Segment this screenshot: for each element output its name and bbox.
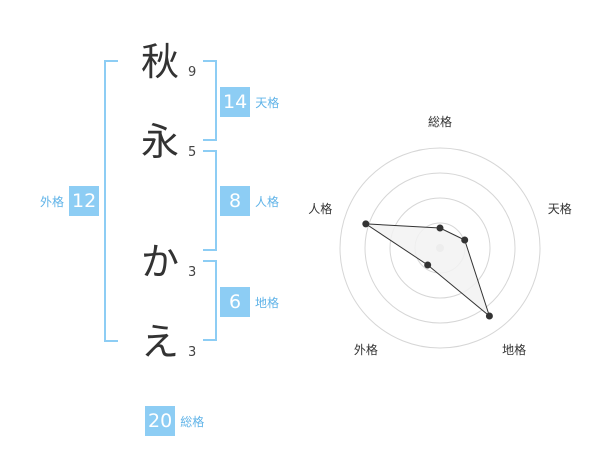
name-char-2: 永 [140,120,179,164]
stroke-count-3: 3 [188,265,197,280]
radar-grid-ring [389,197,491,299]
radar-point-4 [424,261,432,269]
name-char-1: 秋 [140,40,179,84]
tenkaku-bracket [203,60,217,141]
tenkaku-label: 天格 [255,95,280,110]
name-char-4: え [140,320,179,364]
radar-axis-label-1: 総格 [428,114,452,129]
radar-axis-label-4: 外格 [354,342,378,357]
radar-grid-ring [364,172,516,324]
radar-axis-label-5: 人格 [308,201,332,216]
jinkaku-value: 8 [220,186,250,216]
gaikaku-score: 外格 12 [40,186,100,216]
chikaku-score: 6 地格 [220,287,279,317]
radar-axis-label-3: 地格 [502,342,526,357]
radar-point-1 [436,224,444,232]
gaikaku-value: 12 [69,186,100,216]
soukaku-value: 20 [145,406,176,436]
stroke-count-4: 3 [188,345,197,360]
soukaku-score: 20 総格 [145,406,204,436]
name-char-3: か [140,240,179,284]
chikaku-value: 6 [220,287,250,317]
jinkaku-label: 人格 [255,194,280,209]
chikaku-bracket [203,260,217,341]
jinkaku-bracket [203,150,217,251]
tenkaku-value: 14 [220,87,251,117]
radar-point-2 [461,236,469,244]
gaikaku-bracket [104,60,118,342]
tenkaku-score: 14 天格 [220,87,279,117]
radar-point-5 [362,220,370,228]
gaikaku-label: 外格 [40,194,65,209]
radar-point-3 [485,312,493,320]
jinkaku-score: 8 人格 [220,186,279,216]
radar-data-polygon [363,223,491,318]
soukaku-label: 総格 [180,414,205,429]
chikaku-label: 地格 [255,295,280,310]
radar-grid-ring [339,147,541,349]
stroke-count-1: 9 [188,65,197,80]
radar-axis-label-2: 天格 [548,201,572,216]
stroke-count-2: 5 [188,145,197,160]
